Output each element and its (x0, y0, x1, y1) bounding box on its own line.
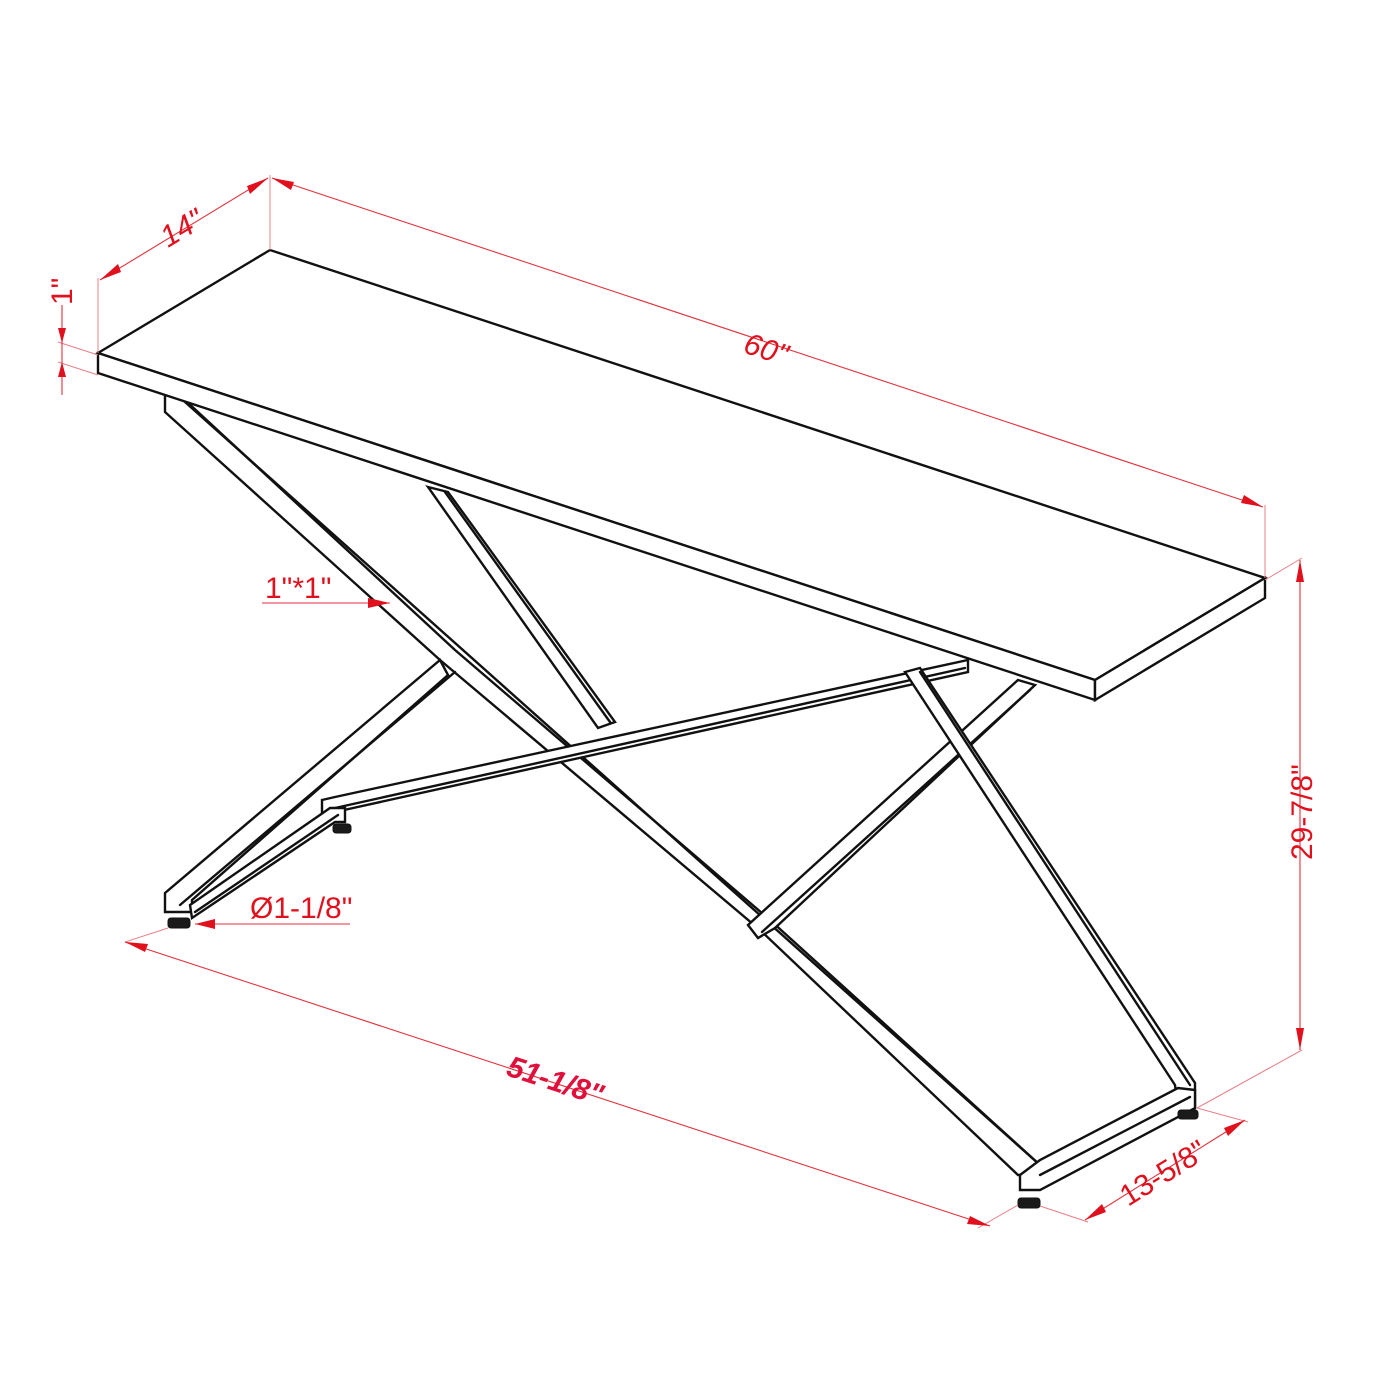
foot-diameter-leader (195, 919, 350, 929)
foot-left-back (332, 823, 352, 834)
left-base-rail (188, 806, 347, 921)
right-crossing-leg (746, 678, 1038, 940)
left-front-leg (163, 658, 457, 914)
base-length-label: 51-1/8" (503, 1050, 608, 1112)
foot-right-front (1017, 1197, 1041, 1209)
rear-diagonal-leg (425, 485, 617, 730)
right-rear-leg (903, 666, 1197, 1110)
table-top-side-edge (1093, 575, 1267, 703)
thickness-label: 1" (46, 278, 79, 305)
tube-size-leader (262, 598, 390, 608)
right-base-rail (1018, 1086, 1197, 1192)
height-dimension (1196, 557, 1304, 1109)
base-depth-dimension (1039, 1107, 1249, 1223)
foot-diameter-label: Ø1-1/8" (250, 892, 352, 925)
length-dimension (271, 177, 1266, 578)
height-label: 29-7/8" (1286, 764, 1319, 860)
table-top (95, 248, 1268, 703)
base-depth-label: 13-5/8" (1114, 1134, 1213, 1213)
base-length-dimension (124, 927, 1019, 1229)
foot-left-front (167, 917, 191, 929)
depth-dimension (97, 175, 271, 353)
tube-size-label: 1"*1" (265, 572, 331, 605)
depth-label: 14" (155, 202, 211, 254)
length-label: 60" (740, 327, 793, 372)
thickness-dimension (57, 305, 99, 395)
foot-right-back (1177, 1109, 1199, 1120)
table-frame (163, 391, 1199, 1209)
dimension-lines (57, 175, 1304, 1229)
